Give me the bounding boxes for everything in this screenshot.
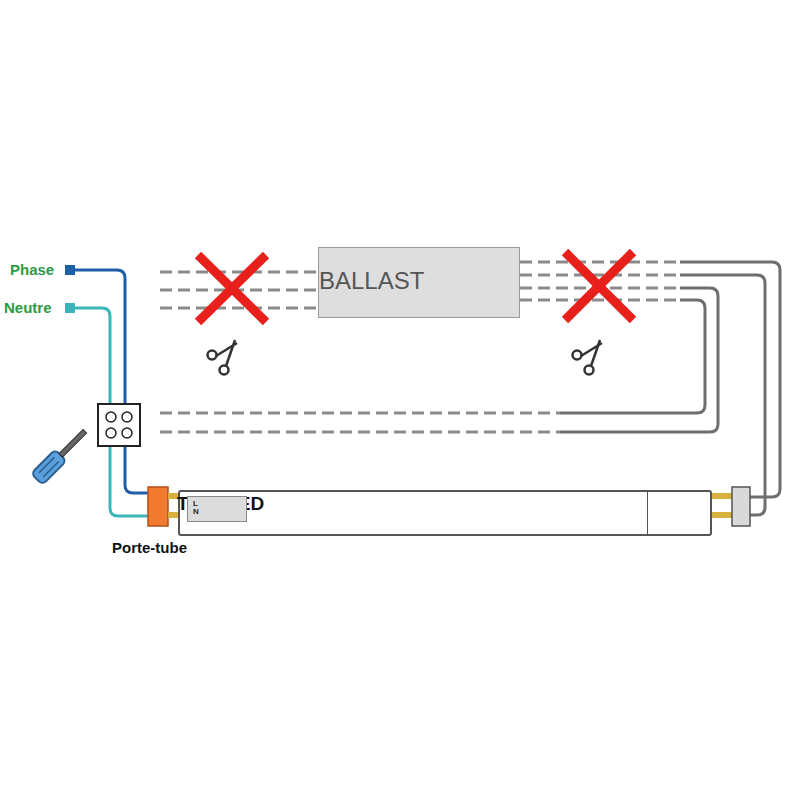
wire: [560, 288, 718, 432]
led-tube: Tube LEDLN: [178, 490, 712, 536]
terminal-block: [98, 404, 140, 446]
dashed-wire: [160, 271, 318, 274]
holder-label: Porte-tube: [112, 539, 187, 556]
ballast-box: BALLAST: [318, 247, 520, 318]
wire: [680, 275, 765, 515]
neutral-wire: [72, 308, 150, 516]
phase-terminal: [65, 265, 75, 275]
node-text: N: [193, 508, 199, 516]
neutral-terminal: [65, 303, 75, 313]
tube-end-right: [712, 487, 750, 526]
mains-wires: [72, 270, 150, 516]
dashed-wire: [160, 307, 318, 310]
node-text: BALLAST: [319, 267, 424, 296]
dashed-wire: [160, 412, 560, 415]
phase-label: Phase: [10, 261, 54, 278]
solid-wires: [560, 262, 780, 515]
screwdriver-icon: [31, 425, 90, 484]
node-text: L: [193, 500, 198, 508]
scissors-icon: [208, 340, 603, 375]
dashed-wire: [520, 274, 680, 277]
dashed-wire: [160, 431, 560, 434]
neutral-label: Neutre: [4, 299, 52, 316]
dashed-wire: [520, 261, 680, 264]
tube-end-cap: [647, 492, 710, 534]
dashed-wire: [520, 299, 680, 302]
tube-holder-left: [148, 487, 180, 526]
phase-neutral-marking: LN: [187, 496, 247, 522]
